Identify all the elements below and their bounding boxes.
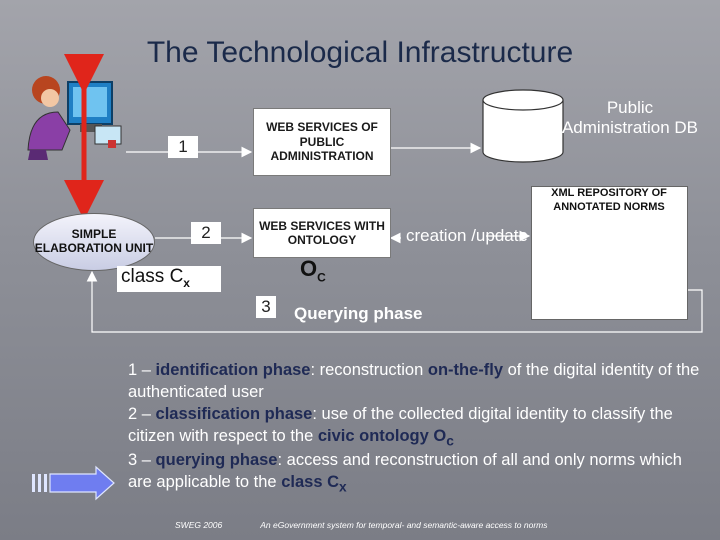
footer-right: An eGovernment system for temporal- and … bbox=[260, 520, 548, 530]
phase-description: 1 – identification phase: reconstruction… bbox=[128, 360, 708, 497]
phase-1-text: 1 – identification phase: reconstruction… bbox=[128, 361, 700, 401]
phase-2-text: 2 – classification phase: use of the col… bbox=[128, 404, 673, 449]
slide-title: The Technological Infrastructure bbox=[146, 36, 574, 69]
web-services-ontology-box: WEB SERVICES WITH ONTOLOGY bbox=[253, 208, 391, 258]
footer-left: SWEG 2006 bbox=[175, 520, 223, 530]
step-number-1: 1 bbox=[168, 136, 198, 158]
phase-3-text: 3 – querying phase: access and reconstru… bbox=[128, 451, 682, 495]
creation-update-label: creation /update bbox=[406, 226, 528, 245]
simple-elaboration-unit: SIMPLE ELABORATION UNIT bbox=[33, 213, 155, 271]
step-number-3: 3 bbox=[256, 296, 276, 318]
user-at-computer-icon bbox=[27, 76, 122, 160]
step-number-2: 2 bbox=[191, 222, 221, 244]
database-icon bbox=[482, 89, 564, 163]
class-cx-label: class Cx bbox=[117, 266, 221, 292]
arrow-icon bbox=[32, 465, 115, 501]
querying-phase-label: Querying phase bbox=[294, 304, 423, 323]
xml-repository-box bbox=[531, 186, 688, 320]
public-admin-db-label: Public Administration DB bbox=[561, 98, 699, 138]
xml-repository-label: XML REPOSITORY OF ANNOTATED NORMS bbox=[551, 187, 667, 213]
web-services-public-admin-box: WEB SERVICES OF PUBLIC ADMINISTRATION bbox=[253, 108, 391, 176]
footer: SWEG 2006 An eGovernment system for tempo… bbox=[175, 520, 547, 530]
ontology-oc-label: OC bbox=[300, 256, 326, 285]
